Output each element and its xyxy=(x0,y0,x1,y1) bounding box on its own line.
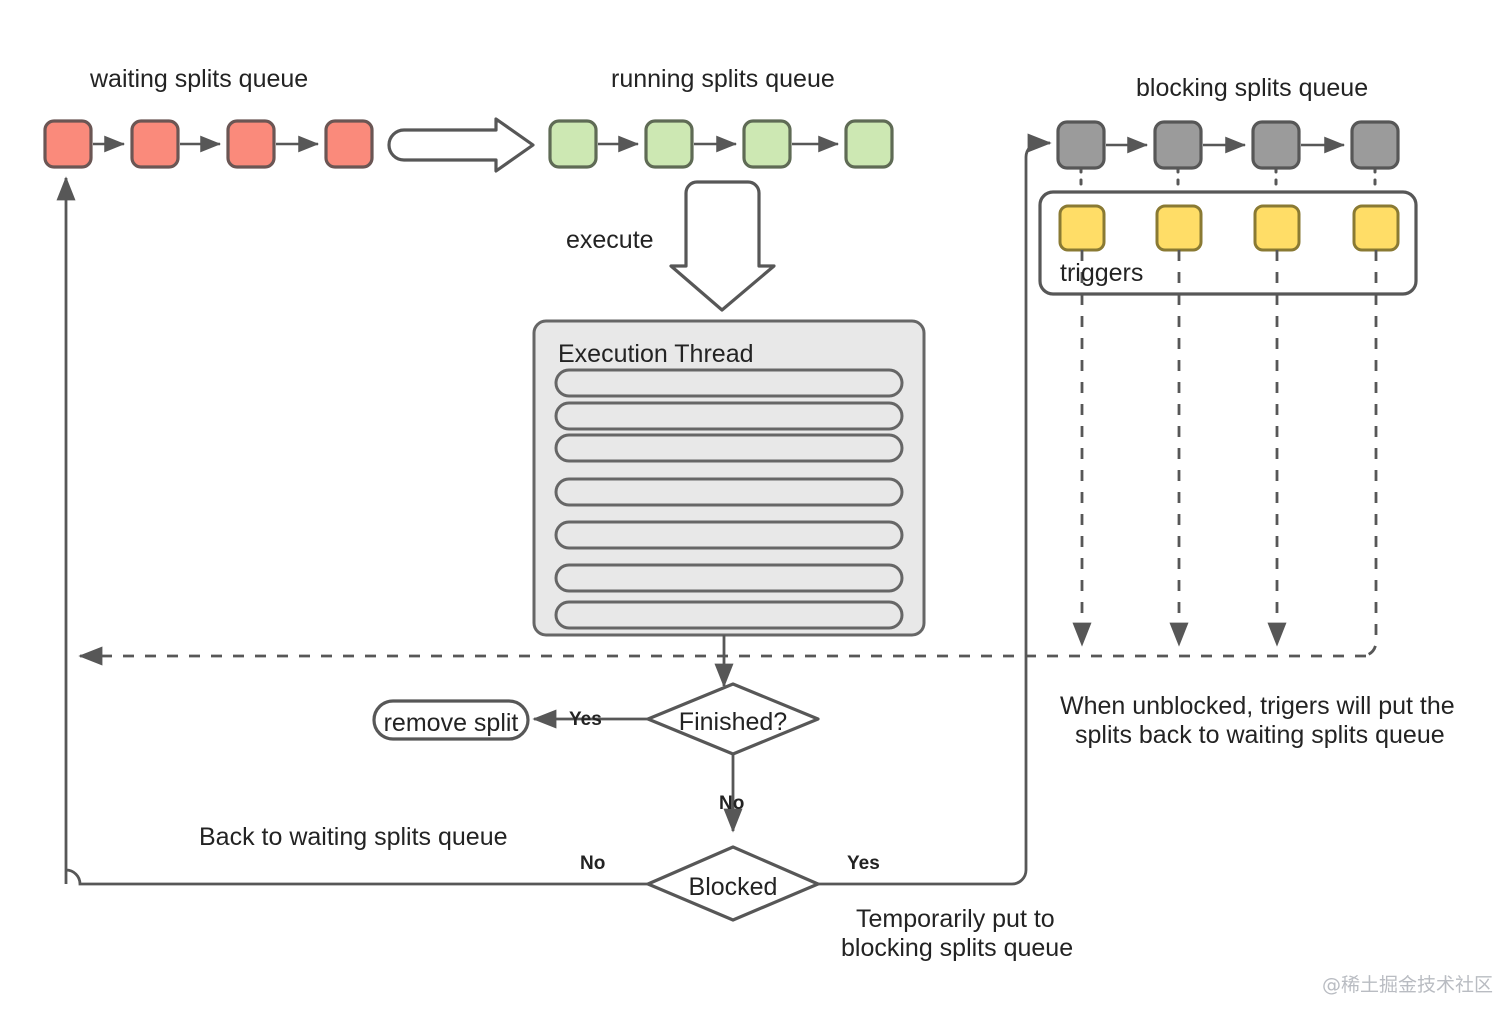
blocked-no-path xyxy=(65,868,650,886)
execute-arrow-icon xyxy=(669,180,776,312)
blocked-no-edge-label: No xyxy=(580,853,606,874)
blocking-split-box[interactable] xyxy=(1056,120,1106,170)
waiting-split-box[interactable] xyxy=(43,119,93,169)
execution-thread-bar xyxy=(554,520,904,550)
transfer-arrow-icon xyxy=(387,117,535,173)
blocking-splits-queue-group xyxy=(1056,120,1400,170)
execution-thread-bar xyxy=(554,368,904,398)
temporarily-put-note-line1: Temporarily put to xyxy=(856,905,1055,933)
running-splits-queue-group xyxy=(548,119,894,169)
waiting-split-box[interactable] xyxy=(130,119,180,169)
running-split-box[interactable] xyxy=(844,119,894,169)
blocked-yes-path xyxy=(818,133,1052,886)
finished-yes-edge-label: Yes xyxy=(569,709,602,730)
execute-label: execute xyxy=(566,226,654,254)
trigger-box[interactable] xyxy=(1352,204,1400,252)
trigger-box[interactable] xyxy=(1058,204,1106,252)
remove-split-node[interactable] xyxy=(372,699,530,741)
execution-thread-bar xyxy=(554,433,904,463)
unblocked-note-line2: splits back to waiting splits queue xyxy=(1075,721,1445,749)
triggers-group xyxy=(1058,204,1400,252)
temporarily-put-note-line2: blocking splits queue xyxy=(841,934,1074,962)
blocked-yes-edge-label: Yes xyxy=(847,853,880,874)
finished-no-edge-label: No xyxy=(719,793,745,814)
blocked-decision-diamond[interactable] xyxy=(646,845,820,922)
running-split-box[interactable] xyxy=(742,119,792,169)
execution-thread-title: Execution Thread xyxy=(558,340,754,368)
execution-thread-bar xyxy=(554,600,904,630)
watermark: @稀土掘金技术社区 xyxy=(1322,974,1494,996)
execution-thread-bar xyxy=(554,563,904,593)
running-split-box[interactable] xyxy=(548,119,598,169)
remove-split-label: remove split xyxy=(383,709,519,737)
execution-thread-bar xyxy=(554,477,904,507)
waiting-split-box[interactable] xyxy=(324,119,374,169)
execution-thread-bars xyxy=(554,368,904,630)
trigger-box[interactable] xyxy=(1253,204,1301,252)
waiting-split-box[interactable] xyxy=(226,119,276,169)
waiting-splits-queue-group xyxy=(43,119,374,169)
trigger-return-dashed-lines xyxy=(1072,250,1378,658)
running-queue-title: running splits queue xyxy=(611,65,835,93)
blocked-decision-label: Blocked xyxy=(688,873,778,901)
running-split-box[interactable] xyxy=(644,119,694,169)
back-to-waiting-note: Back to waiting splits queue xyxy=(199,823,508,851)
execution-thread-bar xyxy=(554,401,904,431)
blocking-queue-title: blocking splits queue xyxy=(1136,74,1369,102)
finished-decision-label: Finished? xyxy=(678,708,788,736)
blocking-split-box[interactable] xyxy=(1153,120,1203,170)
triggers-container xyxy=(1038,190,1418,296)
blocking-split-box[interactable] xyxy=(1350,120,1400,170)
triggers-label: triggers xyxy=(1060,259,1144,287)
trigger-box[interactable] xyxy=(1155,204,1203,252)
waiting-queue-title: waiting splits queue xyxy=(90,65,309,93)
unblocked-note-line1: When unblocked, trigers will put the xyxy=(1060,692,1455,720)
blocking-split-box[interactable] xyxy=(1251,120,1301,170)
